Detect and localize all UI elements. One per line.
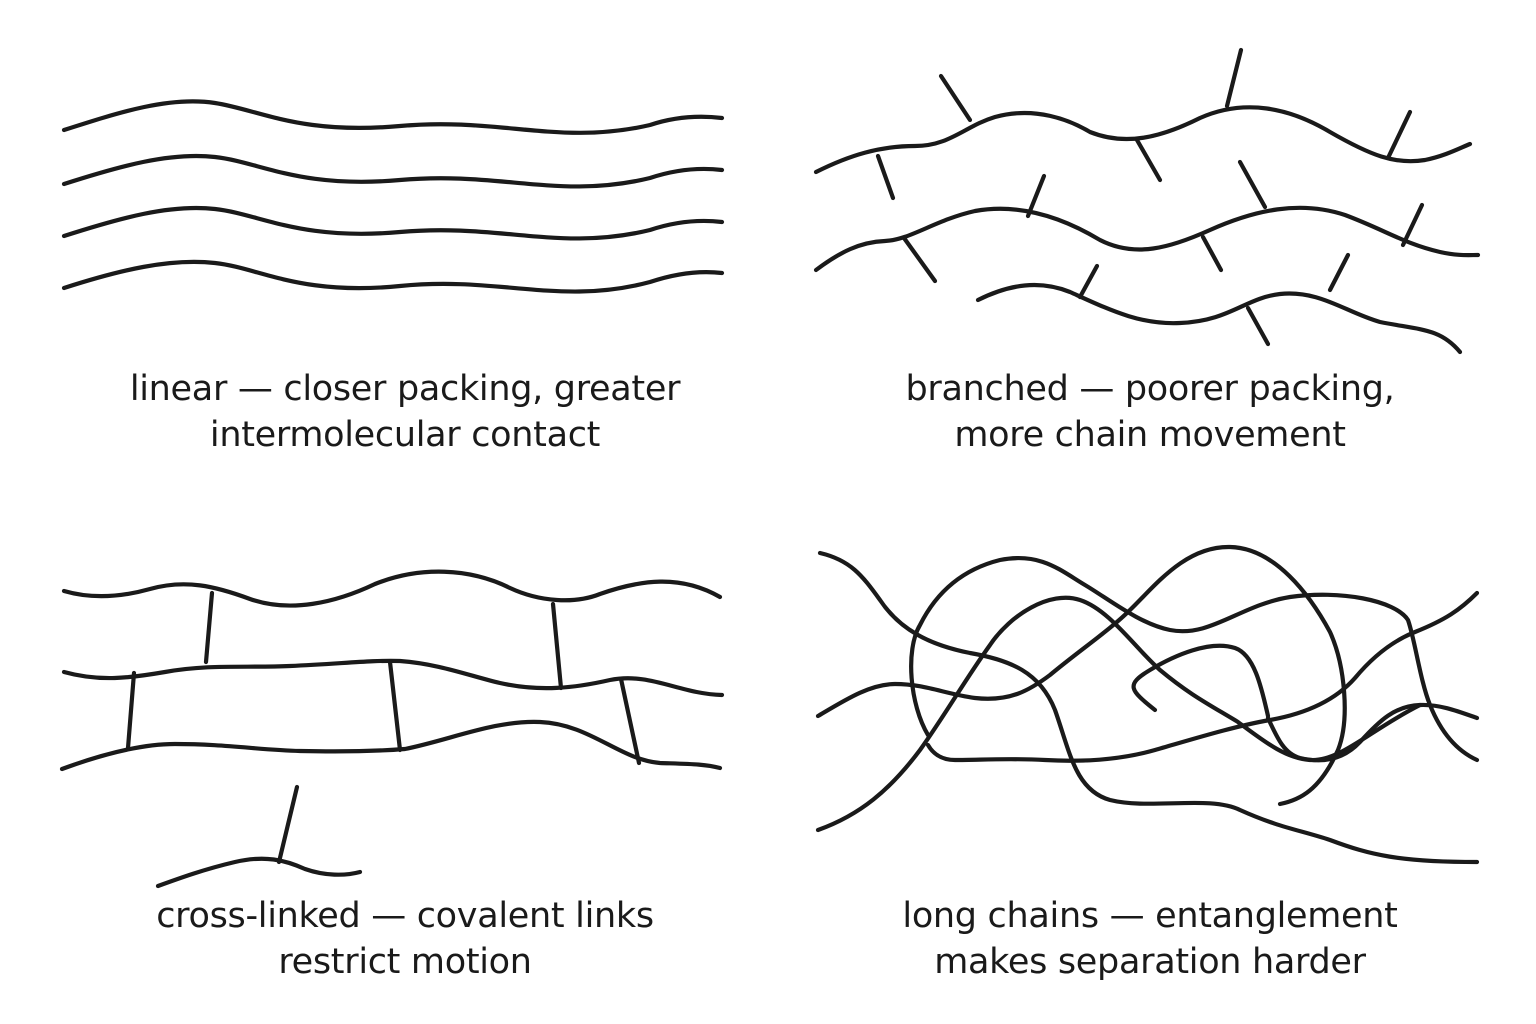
caption-cross-linked: cross-linked — covalent links restrict m… [45,893,765,985]
side-branch [901,235,938,284]
entangled-chain-6 [1131,643,1271,719]
side-branch [1385,109,1413,161]
linear-chain-4 [61,259,725,294]
entangled-chain-3 [815,544,1347,807]
side-branch [1245,305,1271,347]
entangled-chain-1 [817,550,1480,865]
crosslinked-chain-4 [155,856,363,889]
branched-chains-panel [813,47,1481,355]
branched-backbone-1 [813,105,1473,175]
caption-long-chains: long chains — entanglement makes separat… [790,893,1510,985]
caption-branched: branched — poorer packing, more chain mo… [790,366,1510,458]
linear-chains-panel [61,99,725,294]
crosslinked-chain-1 [61,569,723,608]
caption-branched-line2: more chain movement [954,415,1346,455]
linear-chain-3 [61,205,725,241]
caption-branched-line1: branched — poorer packing, [905,369,1395,409]
caption-long-chains-line2: makes separation harder [934,942,1366,982]
covalent-link [387,659,403,753]
side-branch [1237,159,1268,210]
entangled-chain-5 [925,590,1480,763]
side-branch [1224,47,1244,109]
entangled-chains-panel [815,544,1480,865]
entangled-chain-4 [909,555,1480,763]
covalent-link [276,784,300,865]
covalent-link [125,670,137,751]
crosslinked-chain-2 [61,658,725,698]
covalent-link [550,601,564,691]
caption-long-chains-line1: long chains — entanglement [902,896,1398,936]
covalent-link [618,676,642,766]
linear-chain-2 [61,153,725,189]
crosslinked-chain-3 [59,719,723,772]
side-branch [1327,252,1351,293]
branched-backbone-2 [813,205,1481,273]
side-branch [1077,263,1100,300]
side-branch [1400,202,1425,248]
caption-cross-linked-line2: restrict motion [278,942,532,982]
caption-linear-line2: intermolecular contact [209,415,601,455]
caption-linear: linear — closer packing, greater intermo… [45,366,765,458]
side-branch [1134,137,1163,183]
covalent-link [203,590,215,665]
side-branch [875,153,896,201]
caption-cross-linked-line1: cross-linked — covalent links [156,896,654,936]
side-branch [1200,234,1224,273]
linear-chain-1 [61,99,725,135]
caption-linear-line1: linear — closer packing, greater [129,369,681,409]
cross-linked-panel [59,569,725,889]
branched-backbone-3 [975,282,1463,355]
entangled-chain-7 [1265,702,1480,763]
side-branch [1025,173,1047,219]
side-branch [938,73,973,123]
